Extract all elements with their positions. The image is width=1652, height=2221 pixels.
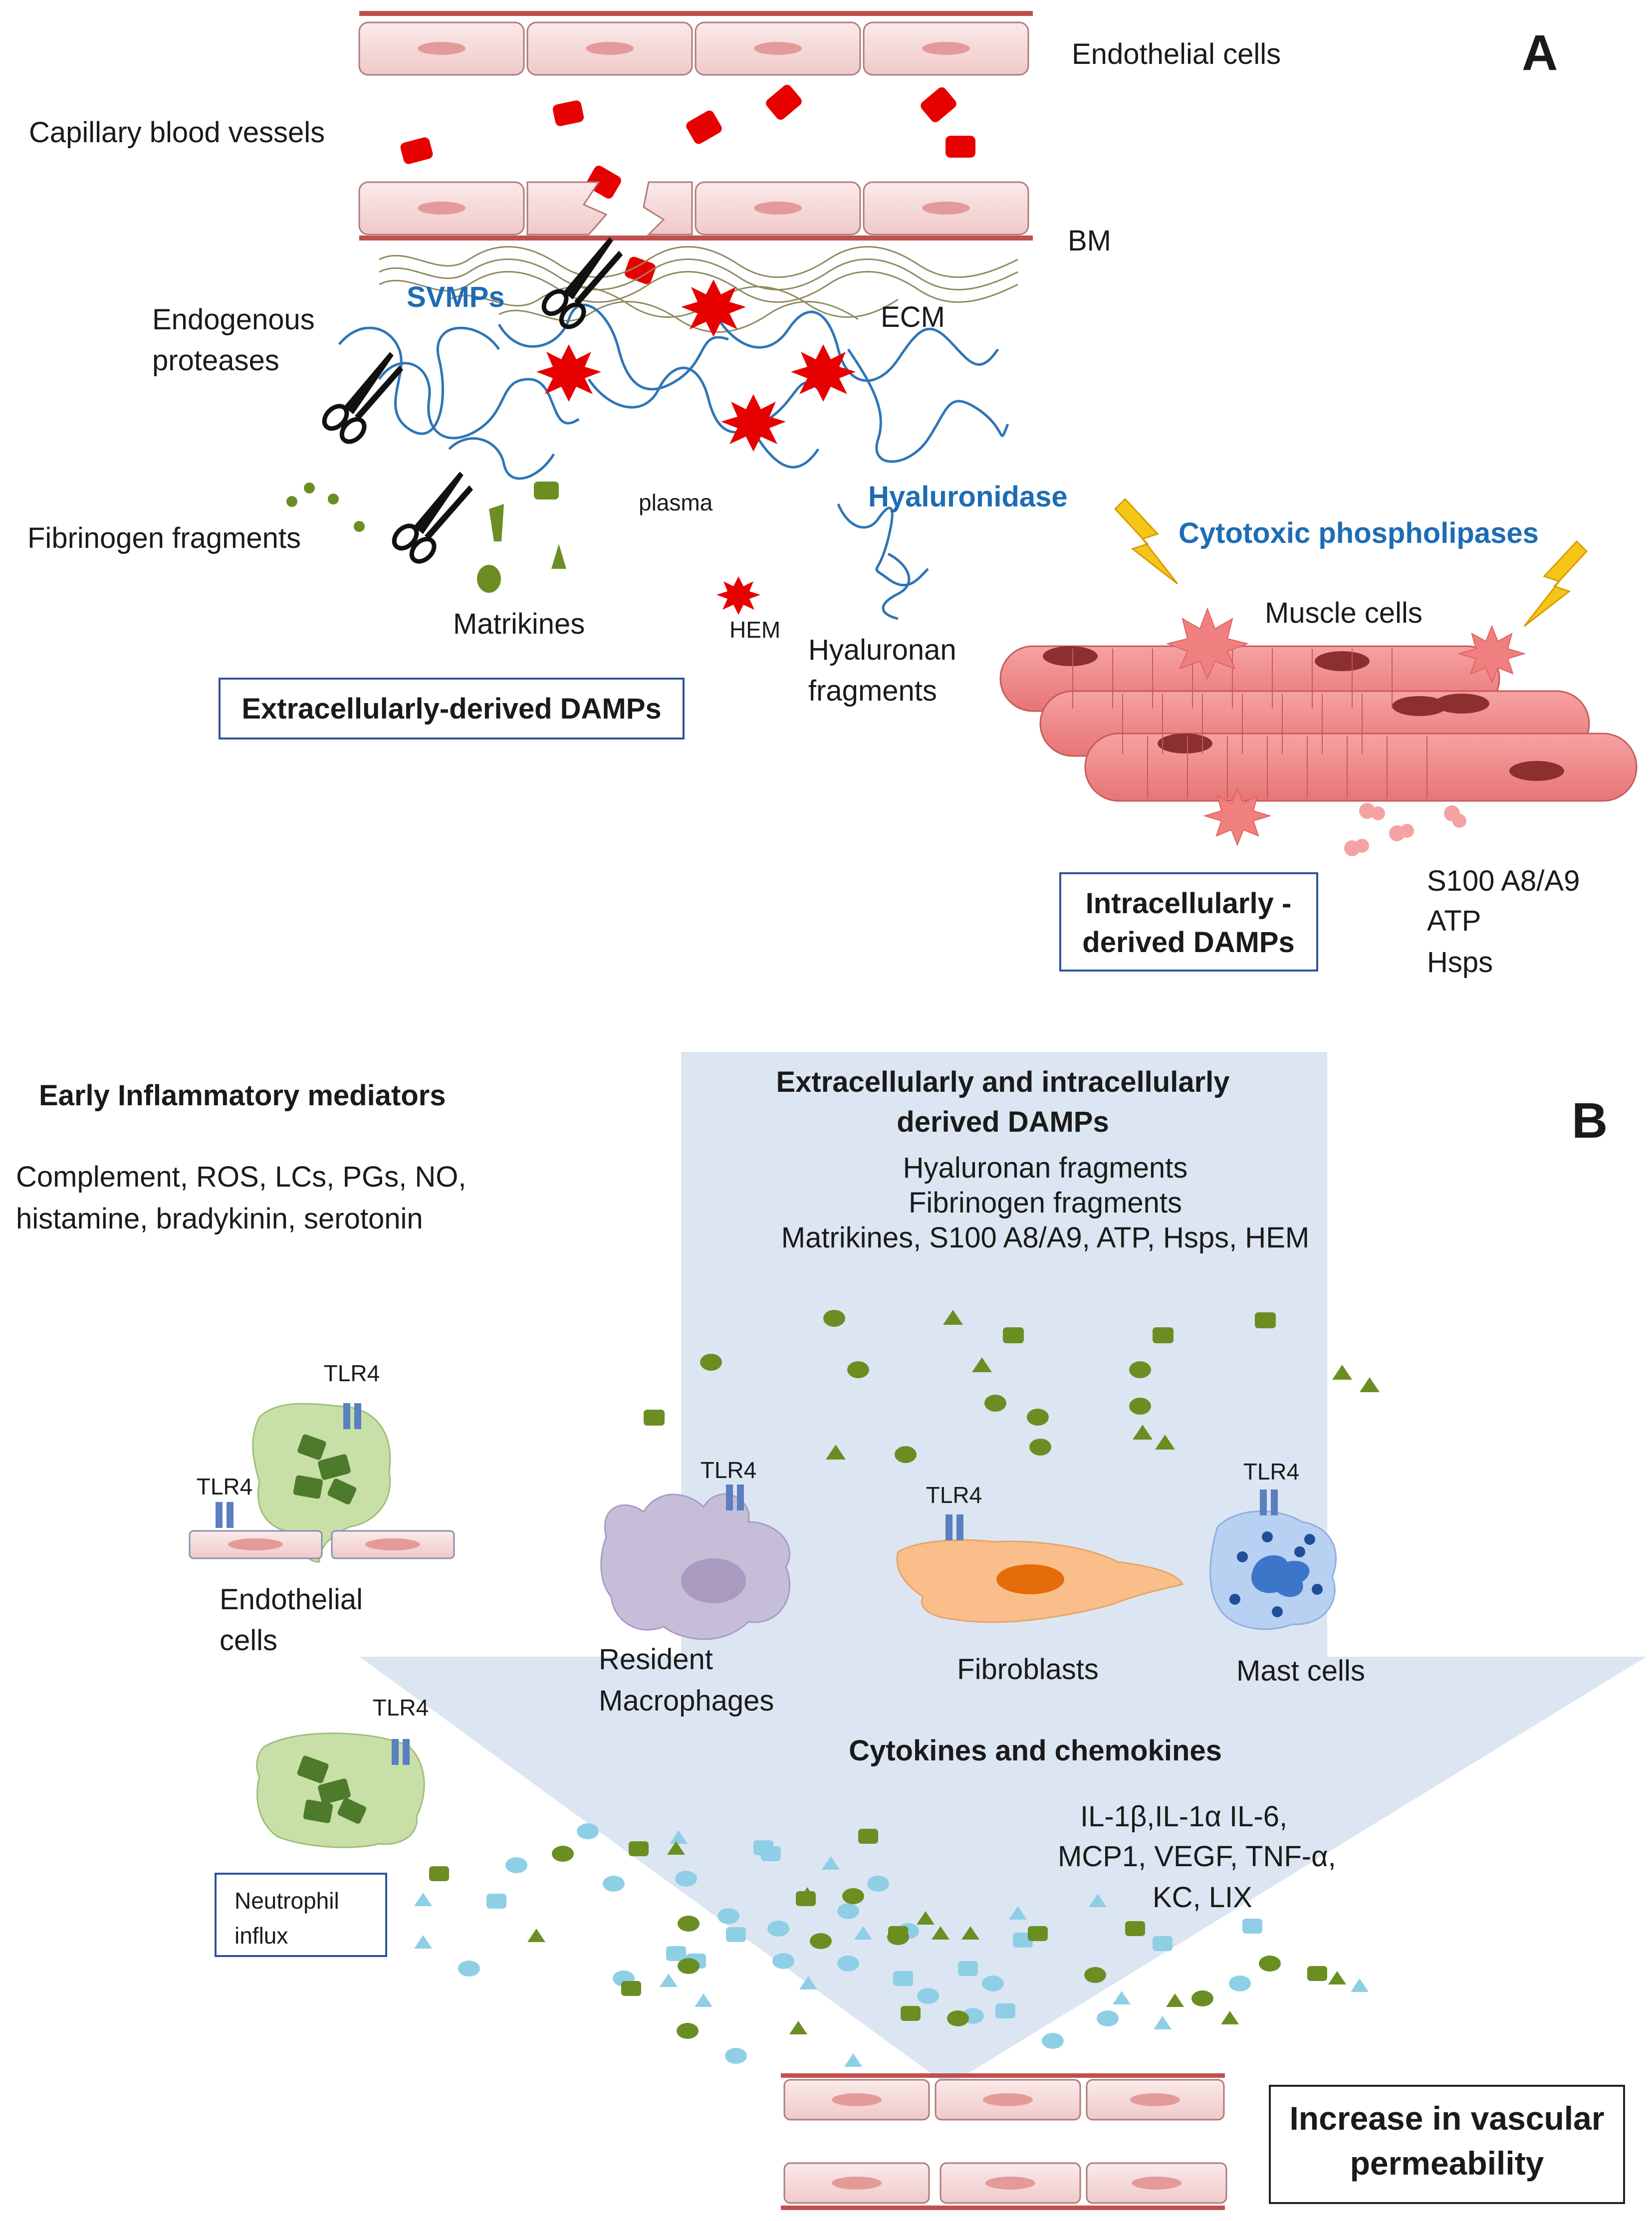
scissors-icon [380, 470, 484, 570]
label-cytokines-1: IL-1β,IL-1α IL-6, [1080, 1800, 1287, 1833]
label-early-mediators-1: Complement, ROS, LCs, PGs, NO, [16, 1161, 466, 1193]
scissors-icon [530, 236, 634, 336]
label-early-mediators-title: Early Inflammatory mediators [39, 1079, 446, 1112]
cytokine-particles [414, 1823, 1369, 2067]
label-endogenous-1: Endogenous [152, 303, 315, 336]
label-intracellular-damps-1: Intracellularly - [1086, 887, 1292, 920]
label-damps-title-2: derived DAMPs [897, 1106, 1109, 1138]
label-tlr4: TLR4 [926, 1482, 982, 1508]
label-damps-list-1: Hyaluronan fragments [903, 1152, 1188, 1184]
label-cytokines-2: MCP1, VEGF, TNF-α, [1058, 1840, 1336, 1873]
label-s100: S100 A8/A9 [1427, 865, 1580, 897]
label-extracellular-damps: Extracellularly-derived DAMPs [241, 693, 661, 725]
label-fibroblasts: Fibroblasts [957, 1653, 1099, 1686]
label-mast-cells: Mast cells [1236, 1655, 1365, 1687]
label-endothelial-cells: Endothelial cells [1072, 38, 1281, 70]
label-tlr4: TLR4 [373, 1695, 429, 1721]
resident-macrophage [600, 1493, 791, 1640]
panel-a: A Endothelial cells Capillary blood vess… [27, 11, 1638, 979]
lightning-bolt-icon [1114, 497, 1588, 627]
label-tlr4: TLR4 [701, 1457, 756, 1483]
label-early-mediators-2: histamine, bradykinin, serotonin [16, 1203, 423, 1235]
label-neutrophil-2: influx [235, 1923, 288, 1949]
mast-cell [1209, 1510, 1337, 1630]
damp-stars [536, 279, 856, 615]
label-hem: HEM [729, 617, 780, 643]
label-cytokines-3: KC, LIX [1153, 1881, 1252, 1914]
label-cytotoxic-phospholipases: Cytotoxic phospholipases [1179, 517, 1539, 549]
label-hyaluronan-1: Hyaluronan [808, 634, 956, 666]
label-damps-list-2: Fibrinogen fragments [909, 1187, 1182, 1219]
scissors-icon [310, 350, 415, 451]
damp-particles [644, 1310, 1380, 1463]
fibrinogen-fragment-dots [286, 483, 365, 532]
label-resident-macrophages-2: Macrophages [599, 1685, 774, 1717]
label-damps-list-3: Matrikines, S100 A8/A9, ATP, Hsps, HEM [781, 1222, 1309, 1254]
label-resident-macrophages-1: Resident [599, 1643, 713, 1676]
label-hsps: Hsps [1427, 946, 1493, 979]
label-hyaluronidase: Hyaluronidase [868, 481, 1068, 513]
label-vascular-1: Increase in vascular [1289, 2100, 1604, 2137]
matrikine-shapes [477, 482, 566, 593]
collagen-fibers [338, 303, 1009, 480]
label-bm: BM [1068, 225, 1111, 257]
label-svmps: SVMPs [407, 281, 505, 313]
vascular-permeability-box [1269, 2085, 1625, 2204]
label-cytokines-title: Cytokines and chemokines [849, 1734, 1222, 1767]
bottom-vessel-wall [358, 181, 1033, 241]
label-atp: ATP [1427, 905, 1481, 937]
fibroblast [896, 1539, 1184, 1623]
muscle-fiber [1084, 733, 1638, 802]
label-intracellular-damps-2: derived DAMPs [1082, 926, 1294, 959]
muscle-cells [999, 607, 1638, 856]
tlr4-receptor-icon [216, 1502, 234, 1528]
intracellular-damps-box [1059, 872, 1318, 972]
label-endogenous-2: proteases [152, 344, 279, 377]
label-ecm: ECM [881, 301, 945, 333]
label-vascular-2: permeability [1350, 2145, 1544, 2182]
neutrophil-influx-box [215, 1873, 387, 1957]
panel-a-letter: A [1522, 25, 1558, 81]
bottom-vessel-top [781, 2073, 1225, 2121]
panel-b-letter: B [1572, 1093, 1608, 1149]
extracellular-damps-box [219, 678, 685, 740]
label-tlr4: TLR4 [1243, 1459, 1299, 1484]
label-fibrinogen-fragments: Fibrinogen fragments [27, 522, 301, 554]
label-tlr4: TLR4 [324, 1360, 380, 1386]
bottom-vessel-bottom [781, 2162, 1227, 2210]
label-plasma: plasma [639, 490, 713, 515]
label-endothelial-1: Endothelial [220, 1583, 363, 1616]
ecm-fibers [379, 246, 1018, 333]
endothelial-cell-group [189, 1403, 455, 1563]
label-capillary-blood-vessels: Capillary blood vessels [29, 116, 325, 149]
neutrophil [256, 1732, 425, 1848]
label-matrikines: Matrikines [453, 608, 585, 640]
label-muscle-cells: Muscle cells [1265, 597, 1422, 629]
label-endothelial-2: cells [220, 1624, 277, 1657]
erythrocytes [400, 85, 975, 284]
label-damps-title-1: Extracellularly and intracellularly [776, 1066, 1229, 1098]
hyaluronan-fibers [837, 503, 929, 620]
label-hyaluronan-2: fragments [808, 675, 937, 707]
label-tlr4: TLR4 [197, 1474, 252, 1499]
top-vessel-wall [358, 11, 1033, 76]
label-neutrophil-1: Neutrophil [235, 1888, 339, 1914]
panel-b: B Early Inflammatory mediators Complemen… [16, 1052, 1647, 2210]
